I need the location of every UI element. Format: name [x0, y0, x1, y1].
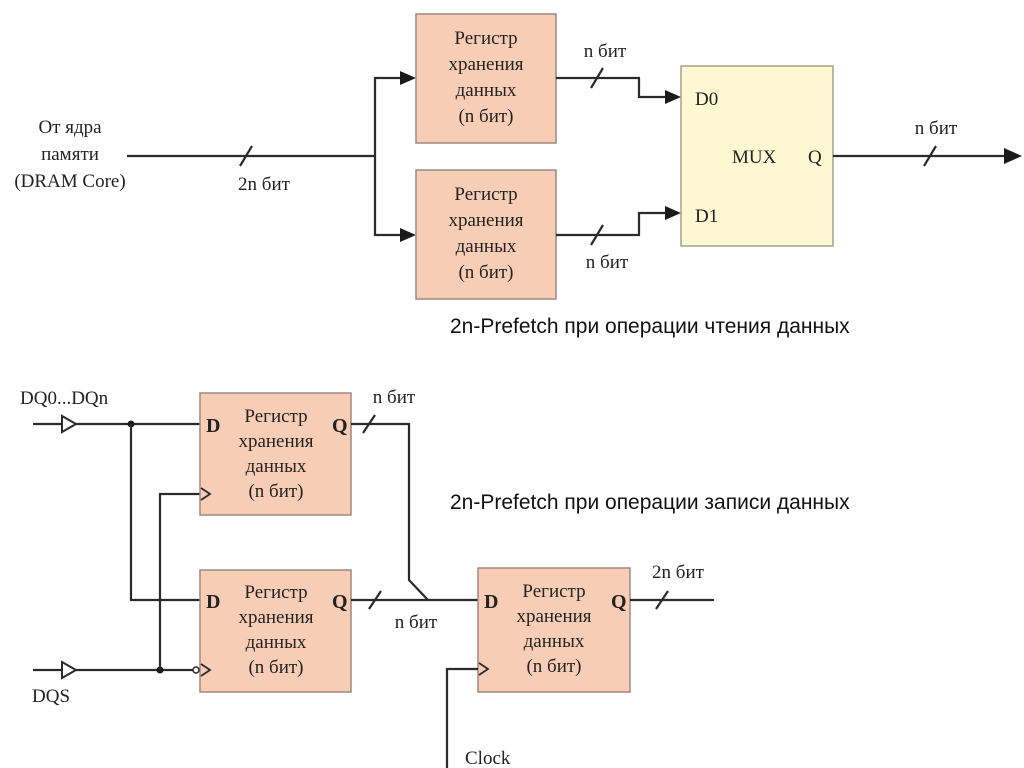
bus-width-slash [590, 224, 604, 246]
register-text: данных [246, 456, 307, 477]
read-register-1: Регистр хранения данных (n бит) [415, 13, 557, 144]
reg1-bus-label: n бит [584, 41, 627, 62]
reg2-bus-label: n бит [586, 252, 629, 273]
clock-input-icon [200, 663, 212, 677]
reg2-to-mux-wire [556, 211, 666, 237]
write-caption: 2n-Prefetch при операции записи данных [450, 491, 850, 514]
output-bus-label: 2n бит [652, 562, 705, 583]
register-text: (n бит) [248, 481, 303, 502]
write-register-3: D Q Регистр хранения данных (n бит) [477, 567, 631, 693]
clock-input-icon [478, 662, 490, 676]
output-arrow-icon [1004, 148, 1022, 164]
reg1-bus-label: n бит [373, 387, 416, 408]
read-register-2: Регистр хранения данных (n бит) [415, 169, 557, 300]
arrow-to-d1 [665, 206, 681, 220]
branch-wire [373, 76, 402, 237]
read-diagram: От ядра памяти (DRAM Core) 2n бит Регист… [14, 13, 1022, 338]
mux-label: MUX [732, 147, 777, 168]
arrow-to-register-1 [400, 71, 416, 85]
register-text: Регистр [454, 184, 517, 205]
mux-input-d1: D1 [695, 206, 718, 227]
register-d-pin: D [206, 591, 220, 613]
arrow-to-d0 [665, 90, 681, 104]
dqs-buffer-icon [61, 660, 79, 680]
register-text: (n бит) [458, 262, 513, 283]
bus-width-slash [923, 145, 937, 167]
clock-input-icon [200, 487, 212, 501]
bus-width-slash [590, 67, 604, 89]
write-diagram: DQ0...DQn DQS D Q Регистр хранения данны… [20, 387, 850, 768]
register-text: Регистр [454, 28, 517, 49]
arrow-to-register-2 [400, 228, 416, 242]
register-q-pin: Q [332, 415, 348, 437]
reg1-output-wire [351, 422, 429, 601]
register-d-pin: D [206, 415, 220, 437]
bus-width-slash [362, 414, 376, 434]
register-q-pin: Q [611, 591, 627, 613]
bus-width-slash [655, 590, 669, 610]
register-text: Регистр [244, 582, 307, 603]
data-input-label: DQ0...DQn [20, 388, 109, 409]
register-text: данных [524, 631, 585, 652]
register-text: данных [456, 236, 517, 257]
register-text: хранения [516, 606, 591, 627]
bus-width-slash [239, 145, 253, 167]
register-text: хранения [448, 210, 523, 231]
register-text: хранения [448, 54, 523, 75]
dqs-to-reg1-wire [158, 492, 200, 670]
register-text: данных [456, 80, 517, 101]
mux-block: D0 D1 MUX Q [680, 65, 834, 247]
write-register-1: D Q Регистр хранения данных (n бит) [199, 392, 352, 516]
input-bus-label: 2n бит [238, 174, 291, 195]
write-register-2: D Q Регистр хранения данных (n бит) [192, 569, 352, 693]
register-text: данных [246, 632, 307, 653]
reg2-bus-label: n бит [395, 612, 438, 633]
clock-wire [445, 667, 478, 768]
register-text: (n бит) [458, 106, 513, 127]
register-text: (n бит) [526, 656, 581, 677]
mux-input-d0: D0 [695, 89, 718, 110]
read-caption: 2n-Prefetch при операции чтения данных [450, 315, 850, 338]
dq-buffer-icon [61, 414, 79, 434]
inverted-clock-bubble-icon [192, 666, 200, 674]
strobe-input-label: DQS [32, 686, 70, 707]
reg1-to-mux-wire [556, 76, 666, 99]
dq-to-reg2-wire [129, 424, 200, 602]
source-label-line-3: (DRAM Core) [14, 171, 125, 192]
mux-output-q: Q [808, 147, 822, 168]
register-text: хранения [238, 607, 313, 628]
register-d-pin: D [484, 591, 498, 613]
source-label-line-2: памяти [41, 144, 99, 165]
source-label-line-1: От ядра [38, 117, 102, 138]
register-text: хранения [238, 431, 313, 452]
register-text: Регистр [522, 581, 585, 602]
clock-label: Clock [465, 748, 511, 768]
register-q-pin: Q [332, 591, 348, 613]
register-text: (n бит) [248, 657, 303, 678]
register-text: Регистр [244, 406, 307, 427]
bus-width-slash [368, 590, 382, 610]
output-bus-label: n бит [915, 118, 958, 139]
